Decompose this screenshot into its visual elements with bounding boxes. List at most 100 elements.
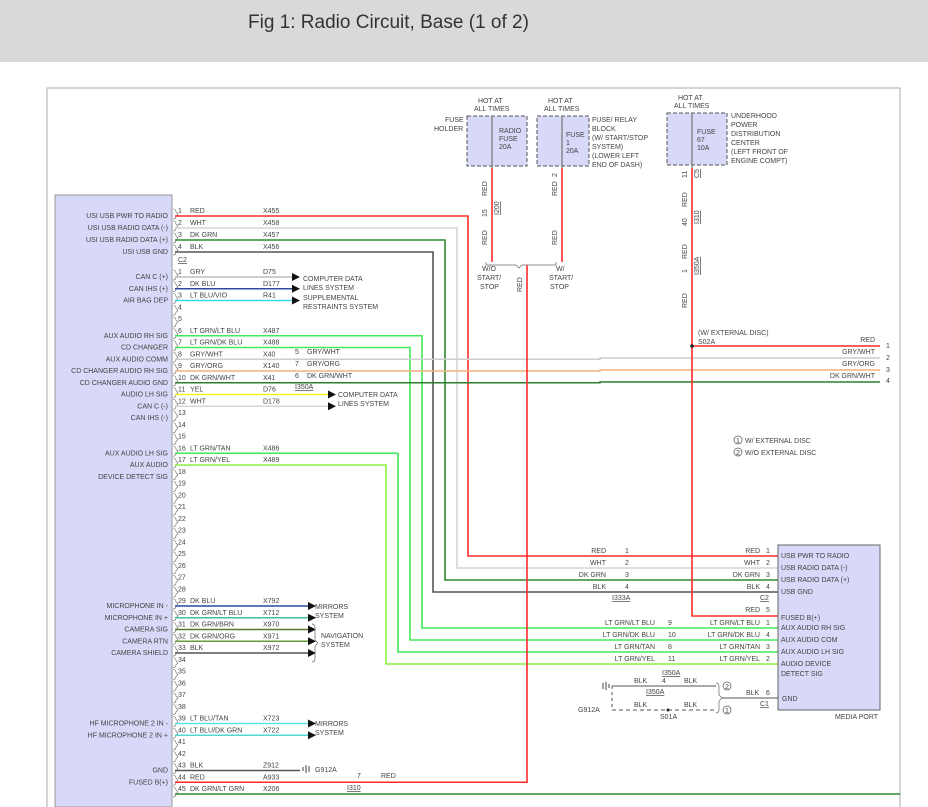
inline-pin: 4 <box>625 584 629 591</box>
svg-text:RED: RED <box>552 230 559 245</box>
pin-function: AUX AUDIO COM <box>781 637 838 644</box>
svg-text:1: 1 <box>725 708 729 715</box>
arrow-icon <box>292 284 300 293</box>
pin-number: 1 <box>178 208 182 215</box>
svg-text:FUSE: FUSE <box>445 117 464 124</box>
svg-text:ALL TIMES: ALL TIMES <box>474 106 510 113</box>
pin-terminal <box>172 727 179 739</box>
wire-color: LT GRN/TAN <box>190 445 230 452</box>
arrow-icon <box>308 613 316 622</box>
pin-terminal <box>172 786 179 798</box>
pin-terminal <box>172 293 179 304</box>
pin-number: 2 <box>766 560 770 567</box>
arrow-icon <box>328 402 336 411</box>
pin-function: DEVICE DETECT SIG <box>98 474 168 481</box>
svg-text:RED: RED <box>682 244 689 259</box>
wire-pin-8 <box>175 357 880 361</box>
svg-text:BLOCK: BLOCK <box>592 126 616 133</box>
pin-number: 5 <box>766 607 770 614</box>
pin-function: AUX AUDIO LH SIG <box>105 450 168 457</box>
pin-function: CAN C (+) <box>136 274 168 281</box>
svg-text:HOT AT: HOT AT <box>548 98 573 105</box>
inline-pin: 8 <box>668 644 672 651</box>
wire-color: LT GRN/LT BLU <box>190 328 240 335</box>
pin-function: CD CHANGER AUDIO RH SIG <box>71 368 168 375</box>
pin-number: 1 <box>178 269 182 276</box>
pin-number: 25 <box>178 551 186 558</box>
circuit-id: X40 <box>263 351 276 358</box>
inline-pin: 7 <box>295 361 299 368</box>
svg-text:2: 2 <box>552 173 559 177</box>
pin-terminal <box>172 398 179 410</box>
dest-computer-data-2: LINES SYSTEM <box>303 285 354 292</box>
svg-text:40: 40 <box>682 218 689 226</box>
figure-header: Fig 1: Radio Circuit, Base (1 of 2) <box>0 0 928 62</box>
pin-number: 24 <box>178 539 186 546</box>
svg-text:20A: 20A <box>566 148 579 155</box>
arrow-icon <box>292 273 300 281</box>
dest-mirrors-b2: SYSTEM <box>315 730 344 737</box>
svg-text:FUSE: FUSE <box>499 136 518 143</box>
pin-function: USB RADIO DATA (-) <box>781 565 848 572</box>
pin-terminal <box>172 410 179 422</box>
svg-text:ALL TIMES: ALL TIMES <box>544 106 580 113</box>
ground-icon <box>302 765 310 773</box>
pin-function: AUX AUDIO LH SIG <box>781 649 844 656</box>
pin-number: 19 <box>178 481 186 488</box>
pin-number: 18 <box>178 469 186 476</box>
wire-color: DK GRN/WHT <box>190 375 236 382</box>
circuit-id: X489 <box>263 457 279 464</box>
svg-text:C5: C5 <box>694 169 701 178</box>
arrow-icon <box>308 602 316 610</box>
pin-function: HF MICROPHONE 2 IN + <box>88 732 168 739</box>
pin-number: 27 <box>178 575 186 582</box>
wire-color: GRY/WHT <box>190 351 224 358</box>
inline-pin: 3 <box>625 572 629 579</box>
pin-function: AUDIO DEVICE <box>781 661 832 668</box>
svg-text:RED: RED <box>482 230 489 245</box>
dest-nav: NAVIGATION <box>321 633 363 640</box>
wire-color: DK GRN <box>190 232 217 239</box>
pin-function: AUX AUDIO RH SIG <box>781 625 845 632</box>
wire-color: LT GRN/DK BLU <box>708 632 760 639</box>
pin-number: 2 <box>766 656 770 663</box>
option-2-glyph: 2 <box>736 450 740 457</box>
pin-number: 30 <box>178 610 186 617</box>
pin-terminal <box>172 633 179 645</box>
svg-text:HOLDER: HOLDER <box>434 126 463 133</box>
arrow-icon <box>308 637 316 646</box>
pin-terminal <box>172 692 179 704</box>
svg-text:4: 4 <box>662 678 666 685</box>
media-port-connector[interactable] <box>777 544 881 711</box>
pin-function: CAN C (-) <box>137 403 168 410</box>
svg-text:RED: RED <box>682 192 689 207</box>
svg-text:RED: RED <box>682 293 689 308</box>
circuit-id: X458 <box>263 220 279 227</box>
pin-terminal <box>172 610 179 622</box>
pin-number: 20 <box>178 492 186 499</box>
svg-text:HOT AT: HOT AT <box>678 95 703 102</box>
pin-number: 3 <box>178 232 182 239</box>
circuit-id: A933 <box>263 774 279 781</box>
inline-pin: 10 <box>668 632 676 639</box>
c2-label: C2 <box>178 257 187 264</box>
external-disc-section: (W/ EXTERNAL DISC) S02A RED 1 GRY/WHT 2 … <box>690 330 890 457</box>
pin-terminal <box>172 586 179 598</box>
inline-pin: 11 <box>668 656 675 663</box>
dest-srs: SUPPLEMENTAL <box>303 295 359 302</box>
pin-number: 28 <box>178 586 186 593</box>
pin-number: 32 <box>178 633 186 640</box>
i310-inline: 7 I310 RED <box>347 773 396 792</box>
svg-text:FUSE/ RELAY: FUSE/ RELAY <box>592 117 637 124</box>
circuit-id: Z912 <box>263 763 279 770</box>
pin-number: 16 <box>178 445 186 452</box>
svg-text:I200: I200 <box>494 201 501 215</box>
circuit-id: X972 <box>263 645 279 652</box>
radio-connector[interactable] <box>54 194 173 807</box>
nav-brace <box>311 623 319 663</box>
pin-number: 33 <box>178 645 186 652</box>
